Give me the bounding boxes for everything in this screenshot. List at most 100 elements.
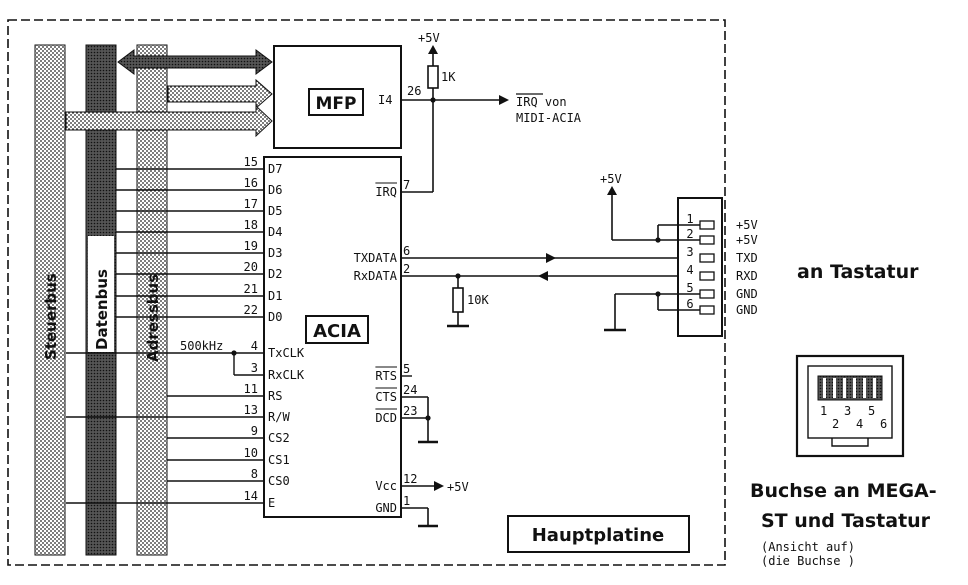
pullup-resistor [427,65,439,89]
acia-pin-name: TXDATA [354,251,398,265]
acia-pin-number: 5 [403,362,410,376]
acia-pin-name: R/W [268,410,290,424]
pulldown-resistor-label: 10K [467,293,489,307]
socket-number: 6 [880,417,887,431]
connector-supply-label: +5V [600,172,622,186]
irq-network: +5V 1K IRQ von MIDI-ACIA [401,31,582,193]
acia-pin-number: 3 [251,361,258,375]
connector-pin-number: 3 [686,245,693,259]
acia-pin-name: CS2 [268,431,290,445]
acia-pin-number: 17 [244,197,258,211]
acia-pin-number: 13 [244,403,258,417]
acia-pin-name: D7 [268,162,282,176]
acia-pin-name: IRQ [375,185,397,199]
acia-pin-name: D6 [268,183,282,197]
socket-number: 1 [820,404,827,418]
connector-pin-signal: TXD [736,251,758,265]
acia-pin-number: 1 [403,494,410,508]
connector-pin-number: 5 [686,281,693,295]
acia-label: ACIA [313,321,361,342]
acia-pin-number: 4 [251,339,258,353]
pulldown-resistor [452,287,464,313]
acia-pin-number: 23 [403,404,417,418]
socket-number: 5 [868,404,875,418]
acia-pin-number: 22 [244,303,258,317]
acia-pin-name: CTS [375,390,397,404]
acia-pin-name: D2 [268,267,282,281]
acia-pin-name: Vcc [375,479,397,493]
socket-view: 1 3 5 2 4 6 Buchse an MEGA- ST und Tasta… [750,354,937,568]
acia-pin-number: 15 [244,155,258,169]
acia-pin-number: 16 [244,176,258,190]
mfp-chip: MFP I4 26 [273,45,421,149]
acia-pin-name: TxCLK [268,346,305,360]
acia-pin-number: 19 [244,239,258,253]
acia-pin-name: RS [268,389,282,403]
acia-pin-name: RxDATA [354,269,398,283]
datenbus-label: Datenbus [93,269,111,350]
acia-pin-number: 10 [244,446,258,460]
board-label: Hauptplatine [532,525,665,546]
irq-source-label-2: MIDI-ACIA [516,111,582,125]
acia-pin-name: DCD [375,411,397,425]
adressbus-label: Adressbus [144,274,162,362]
acia-pin-number: 12 [403,472,417,486]
acia-pin-number: 18 [244,218,258,232]
acia-pin-name: CS1 [268,453,290,467]
acia-pin-name: D0 [268,310,282,324]
connector-caption: an Tastatur [797,261,919,283]
connector-pin-number: 4 [686,263,693,277]
acia-pin-name: D1 [268,289,282,303]
irq-source-label: IRQ von [516,95,567,109]
vcc-supply-label: +5V [447,480,469,494]
right-wiring: 10K +5V [401,253,705,528]
acia-pin-name: D5 [268,204,282,218]
connector-pin-signal: RXD [736,269,758,283]
socket-caption-2: ST und Tastatur [761,510,931,532]
mfp-pin-number: 26 [407,84,421,98]
acia-pin-number: 14 [244,489,258,503]
acia-pin-number: 20 [244,260,258,274]
mfp-pin-name: I4 [378,93,392,107]
steuerbus-label: Steuerbus [42,273,60,360]
acia-pin-name: RxCLK [268,368,305,382]
acia-pin-number: 9 [251,424,258,438]
socket-note-1: (Ansicht auf) [761,540,855,554]
acia-pin-number: 21 [244,282,258,296]
connector-pin-signal: GND [736,287,758,301]
acia-pin-name: CS0 [268,474,290,488]
clock-network: 500kHz [66,339,264,376]
pullup-resistor-label: 1K [441,70,456,84]
acia-pin-name: D4 [268,225,282,239]
bus-arrows-to-mfp [65,49,273,138]
acia-pin-number: 6 [403,244,410,258]
address-bus-arrow [167,78,273,110]
pullup-supply-label: +5V [418,31,440,45]
connector-pin-signal: +5V [736,233,758,247]
socket-caption-1: Buchse an MEGA- [750,480,937,502]
acia-pin-number: 7 [403,178,410,192]
board-outline [7,19,726,566]
acia-right-pins: 7IRQ6TXDATA2RxDATA5RTS24CTS23DCD12Vcc1GN… [354,178,418,515]
steuerbus-bar [34,44,66,556]
acia-chip: ACIA [263,156,402,518]
acia-pin-number: 8 [251,467,258,481]
board-label-box: Hauptplatine [507,515,690,553]
socket-note-2: (die Buchse ) [761,554,855,568]
connector-pin-signal: +5V [736,218,758,232]
data-bus-arrow [117,49,273,75]
acia-pin-name: D3 [268,246,282,260]
mfp-label: MFP [316,94,357,114]
socket-number: 2 [832,417,839,431]
clock-label: 500kHz [180,339,223,353]
connector-pin-number: 1 [686,212,693,226]
acia-pin-name: GND [375,501,397,515]
connector-pin-signal: GND [736,303,758,317]
acia-pin-number: 2 [403,262,410,276]
acia-pin-name: E [268,496,275,510]
connector-pin-number: 2 [686,227,693,241]
